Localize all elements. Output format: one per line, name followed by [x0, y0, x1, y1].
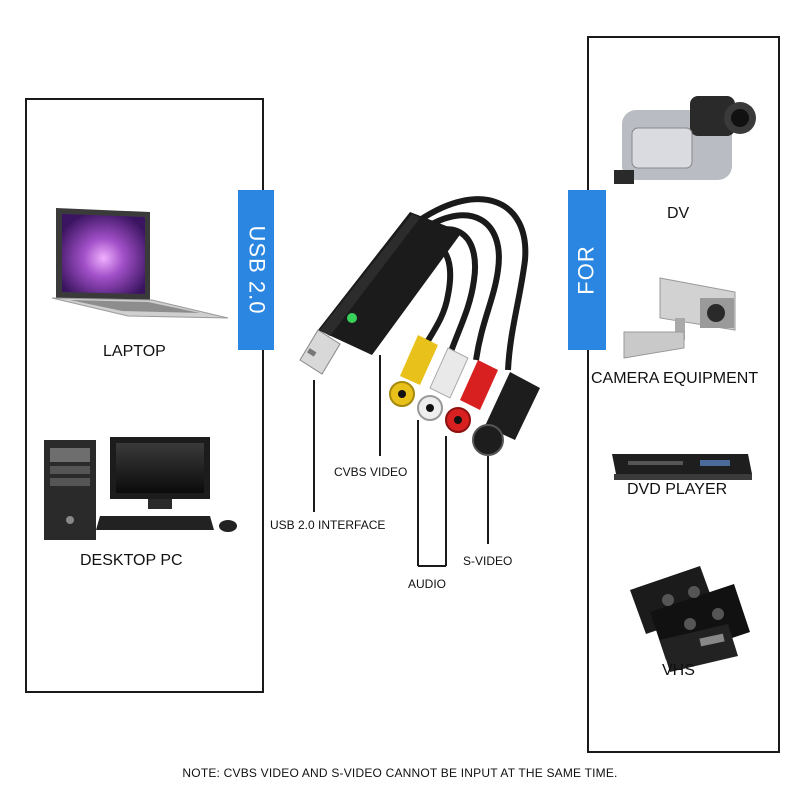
vhs-tapes-icon	[630, 566, 750, 672]
dvd-player-label: DVD PLAYER	[627, 481, 728, 498]
for-tag: FOR	[568, 190, 606, 350]
laptop-icon	[51, 208, 229, 319]
laptop-label: LAPTOP	[103, 343, 166, 360]
red-rca-connector	[445, 360, 498, 433]
usb-2-0-tag: USB 2.0	[238, 190, 274, 350]
desktop-pc-label: DESKTOP PC	[80, 552, 183, 569]
usb-capture-device	[299, 196, 540, 456]
dvd-player-icon	[612, 454, 752, 480]
dv-label: DV	[667, 205, 690, 222]
camcorder-icon	[614, 96, 756, 184]
security-camera-icon	[623, 277, 736, 359]
desktop-pc-icon	[44, 437, 237, 540]
for-tag-label: FOR	[574, 245, 600, 295]
cvbs-video-callout: CVBS VIDEO	[334, 465, 408, 479]
usb-2-0-tag-label: USB 2.0	[244, 225, 269, 315]
white-rca-connector	[417, 347, 469, 421]
svideo-connector	[472, 372, 540, 456]
audio-callout: AUDIO	[408, 577, 447, 591]
callout-lines	[313, 355, 489, 567]
usb-interface-callout: USB 2.0 INTERFACE	[270, 518, 386, 532]
yellow-rca-connector	[389, 335, 438, 407]
vhs-label: VHS	[662, 662, 695, 679]
source-panel	[25, 98, 264, 693]
s-video-callout: S-VIDEO	[463, 554, 513, 568]
camera-equipment-label: CAMERA EQUIPMENT	[591, 370, 759, 387]
note-text: NOTE: CVBS VIDEO AND S-VIDEO CANNOT BE I…	[182, 766, 618, 780]
